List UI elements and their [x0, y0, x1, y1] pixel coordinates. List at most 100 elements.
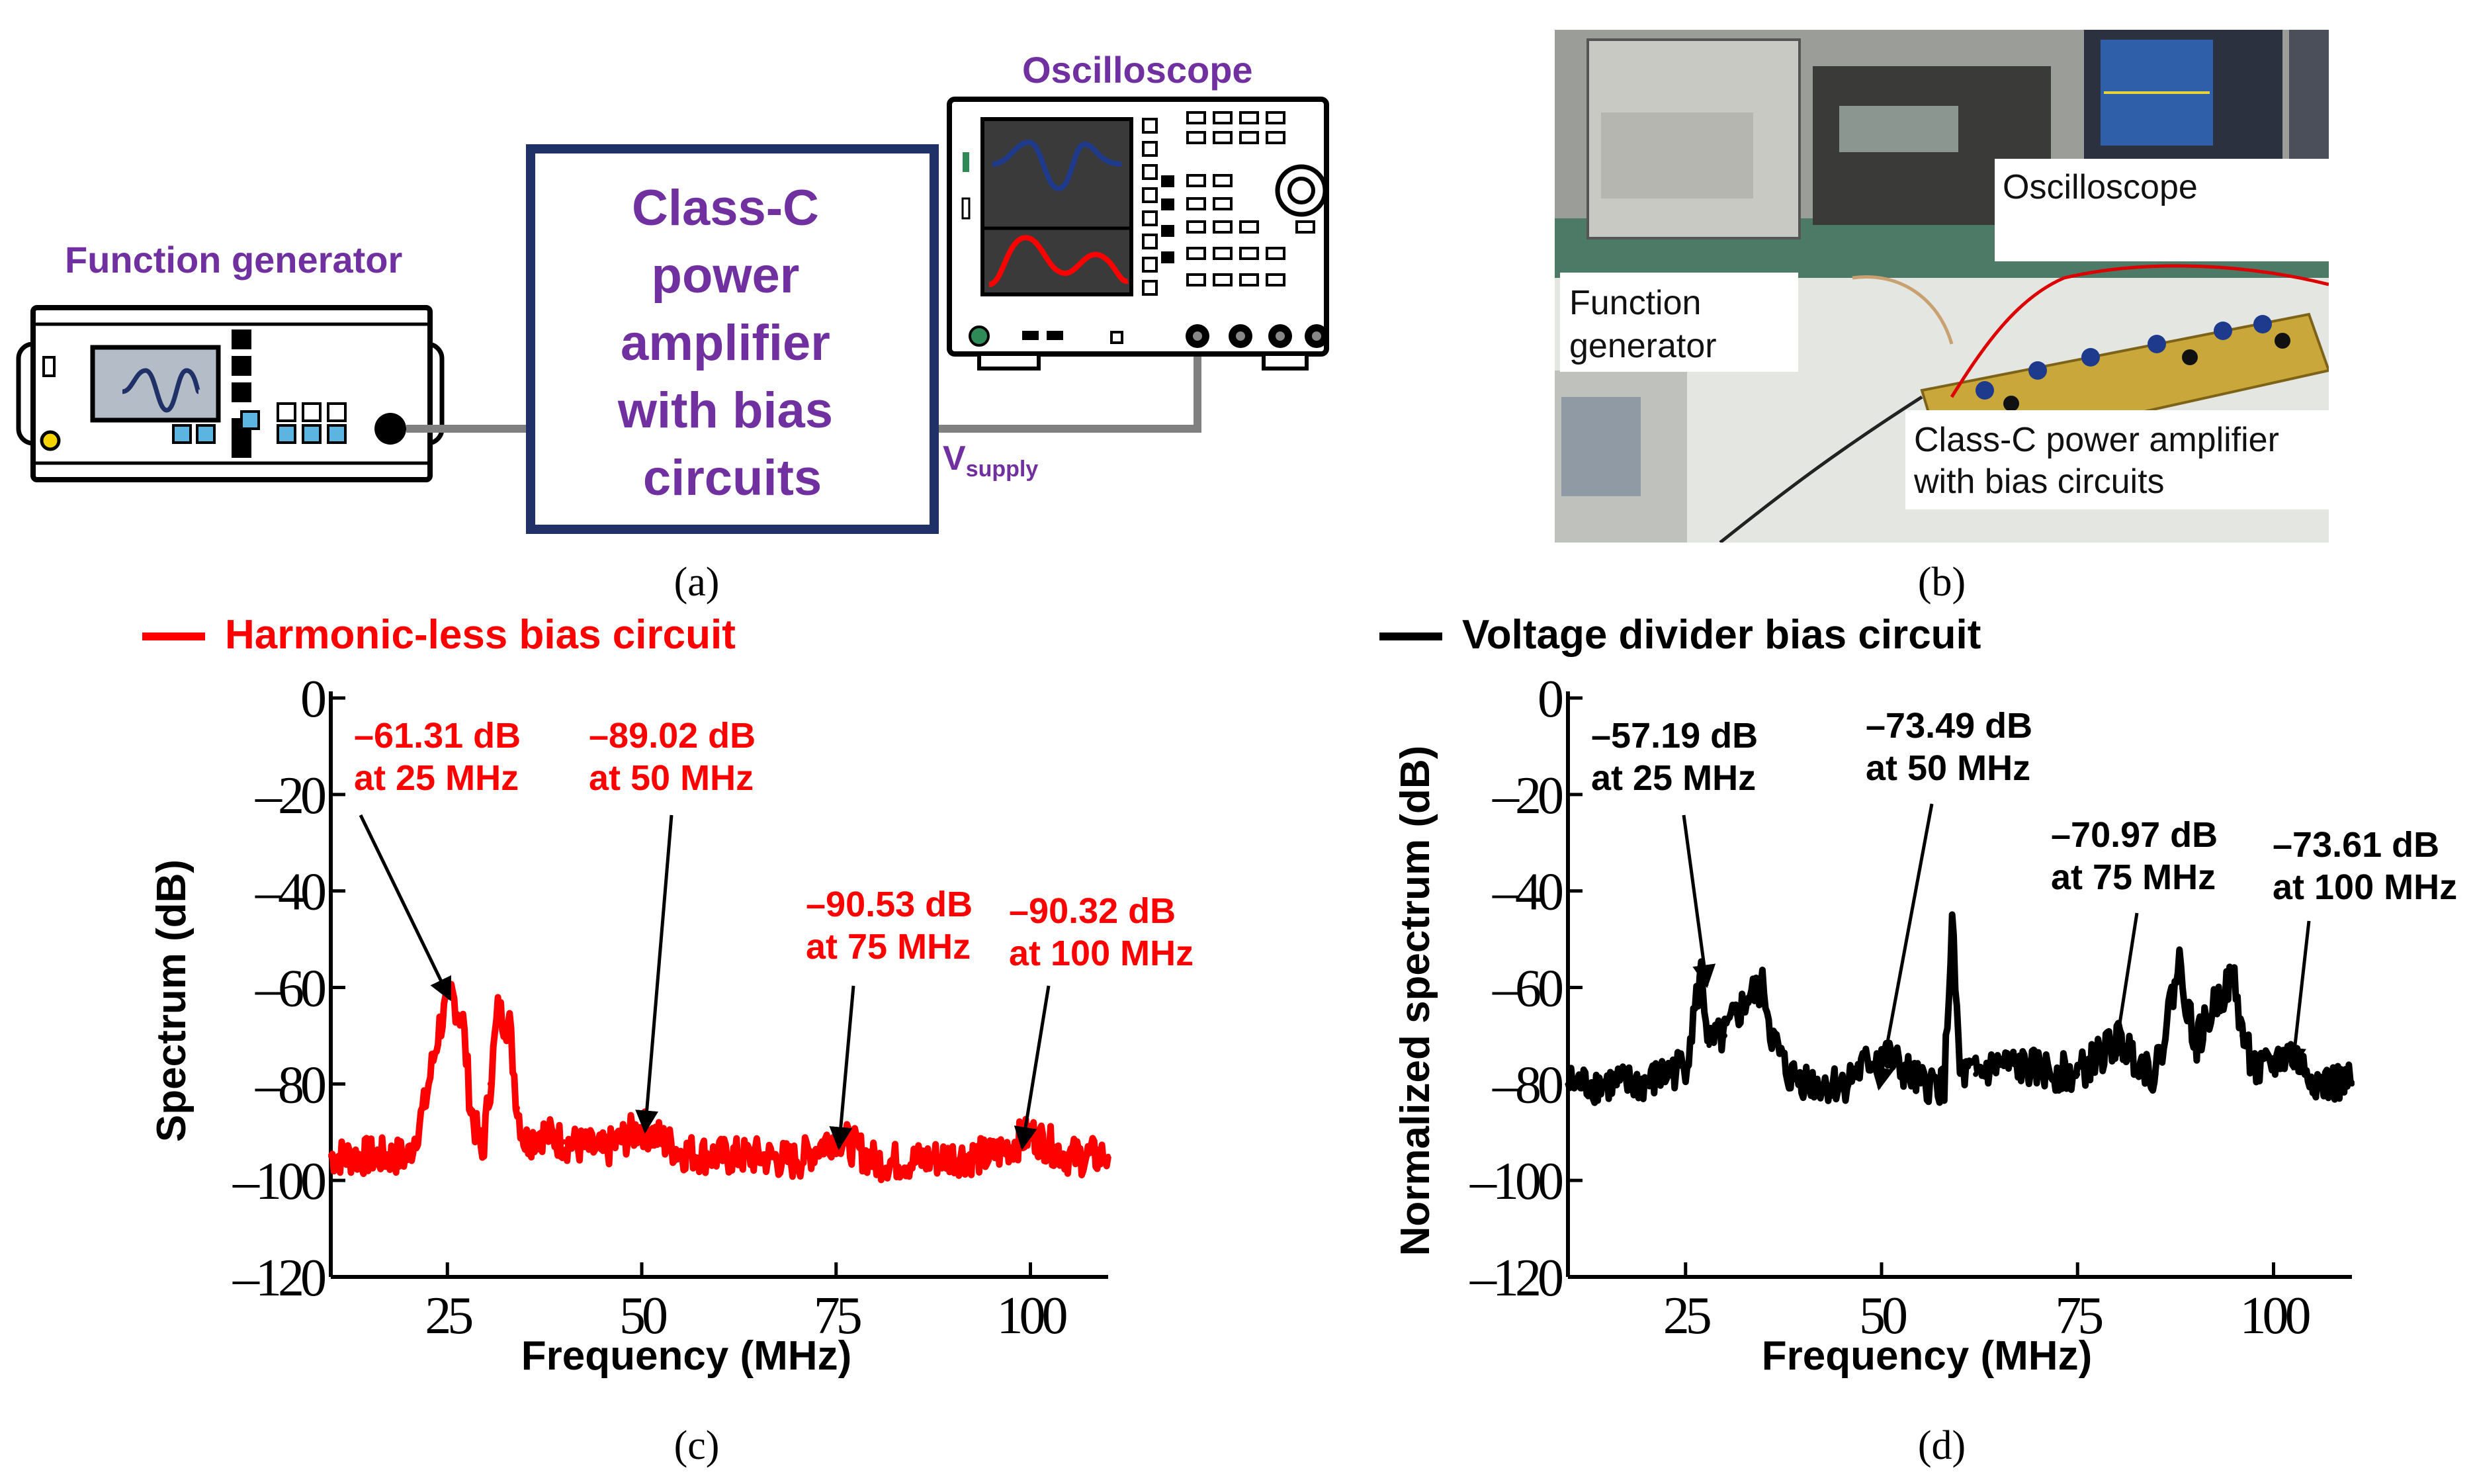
panel-caption: (c) [674, 1423, 720, 1468]
data-point [795, 1158, 800, 1164]
y-tick-label: 0 [300, 670, 325, 728]
x-axis-label: Frequency (MHz) [1762, 1333, 2092, 1379]
panel-a: Class-C power amplifier with bias circui… [16, 49, 1329, 605]
data-point [495, 1008, 501, 1014]
data-point [1682, 1062, 1688, 1068]
data-point [2177, 961, 2183, 967]
photo-oscilloscope-label: Oscilloscope [2003, 168, 2198, 206]
y-tick-label: –60 [1492, 960, 1562, 1018]
data-point [507, 1023, 513, 1029]
data-point [487, 1081, 493, 1087]
data-point [328, 1153, 333, 1159]
data-point [600, 1149, 606, 1155]
data-point [1706, 1043, 1712, 1048]
data-point [911, 1158, 917, 1164]
y-axis-label: Spectrum (dB) [149, 859, 195, 1142]
annotation-arrow [2283, 920, 2311, 1071]
data-point [1106, 1153, 1111, 1159]
data-point [2349, 1081, 2355, 1087]
data-point [1941, 1081, 1947, 1087]
data-point [406, 1153, 412, 1159]
x-tick-label: 100 [2240, 1287, 2310, 1345]
x-tick-label: 75 [2055, 1287, 2102, 1345]
annotation-arrow [829, 985, 855, 1151]
y-tick-label: –40 [1492, 863, 1562, 922]
data-point [1643, 1081, 1649, 1087]
caption-b: (b) [1918, 560, 1966, 605]
legend-label: Voltage divider bias circuit [1462, 612, 1981, 658]
data-point [756, 1153, 761, 1159]
x-tick-label: 25 [425, 1287, 472, 1345]
data-point [1816, 1081, 1822, 1087]
amplifier-box [526, 144, 939, 534]
amplifier-label: Class-C power amplifier with bias circui… [617, 180, 847, 506]
oscilloscope-device [947, 97, 1329, 371]
y-tick-label: –100 [1469, 1153, 1562, 1211]
y-tick-label: –100 [232, 1153, 325, 1211]
data-point [988, 1153, 994, 1159]
y-axis-label: Normalized spectrum (dB) [1393, 746, 1438, 1256]
data-point [1722, 1033, 1727, 1039]
data-point [2318, 1081, 2323, 1087]
data-point [1957, 1071, 1963, 1077]
data-point [468, 1105, 474, 1111]
function-generator-label: Function generator [65, 239, 402, 281]
x-tick-label: 75 [814, 1287, 861, 1345]
data-point [2075, 1071, 2081, 1077]
data-point [2036, 1067, 2041, 1072]
data-point [437, 1023, 443, 1029]
data-point [1918, 1081, 1924, 1087]
annotation-arrow [2105, 912, 2139, 1065]
data-point [2216, 994, 2222, 1000]
data-point [1761, 984, 1767, 990]
caption-a: (a) [674, 560, 720, 605]
function-generator-device [16, 305, 445, 482]
annotation-arrow [1014, 985, 1051, 1151]
data-point [480, 1153, 486, 1159]
data-point [1565, 1081, 1571, 1087]
data-point [872, 1158, 878, 1164]
x-tick-label: 25 [1663, 1287, 1710, 1345]
x-tick-label: 50 [1859, 1287, 1906, 1345]
legend-label: Harmonic-less bias circuit [225, 612, 736, 658]
y-tick-label: –20 [1492, 767, 1562, 825]
x-tick-label: 50 [619, 1287, 666, 1345]
x-axis-label: Frequency (MHz) [521, 1333, 851, 1379]
data-point [1769, 1033, 1775, 1039]
series-line [327, 981, 1111, 1184]
data-point [677, 1149, 683, 1155]
panel-b-photo: Oscilloscope Function generator Class-C … [1555, 30, 2329, 605]
data-point [2255, 1071, 2261, 1077]
y-tick-label: –20 [255, 767, 325, 825]
photo-function-generator-label: Function generator [1569, 284, 1717, 365]
data-point [1996, 1062, 2002, 1068]
data-point [833, 1132, 839, 1138]
data-point [1745, 994, 1751, 1000]
annotation-arrow [635, 814, 673, 1134]
data-point [522, 1139, 528, 1145]
panel-caption: (d) [1918, 1423, 1966, 1468]
data-point [421, 1105, 427, 1111]
data-point [1949, 922, 1955, 928]
data-point [2193, 1043, 2198, 1048]
y-tick-label: –40 [255, 863, 325, 922]
data-point [2153, 1071, 2159, 1077]
annotation-arrow [359, 814, 452, 1002]
data-point [1698, 971, 1704, 977]
data-point [1973, 1071, 1979, 1077]
data-point [1839, 1081, 1845, 1087]
data-point [561, 1139, 567, 1145]
data-point [2239, 1033, 2245, 1039]
data-point [2286, 1050, 2292, 1056]
y-tick-label: –60 [255, 960, 325, 1018]
red-trace-icon [988, 235, 1129, 287]
y-tick-label: –80 [1492, 1056, 1562, 1114]
